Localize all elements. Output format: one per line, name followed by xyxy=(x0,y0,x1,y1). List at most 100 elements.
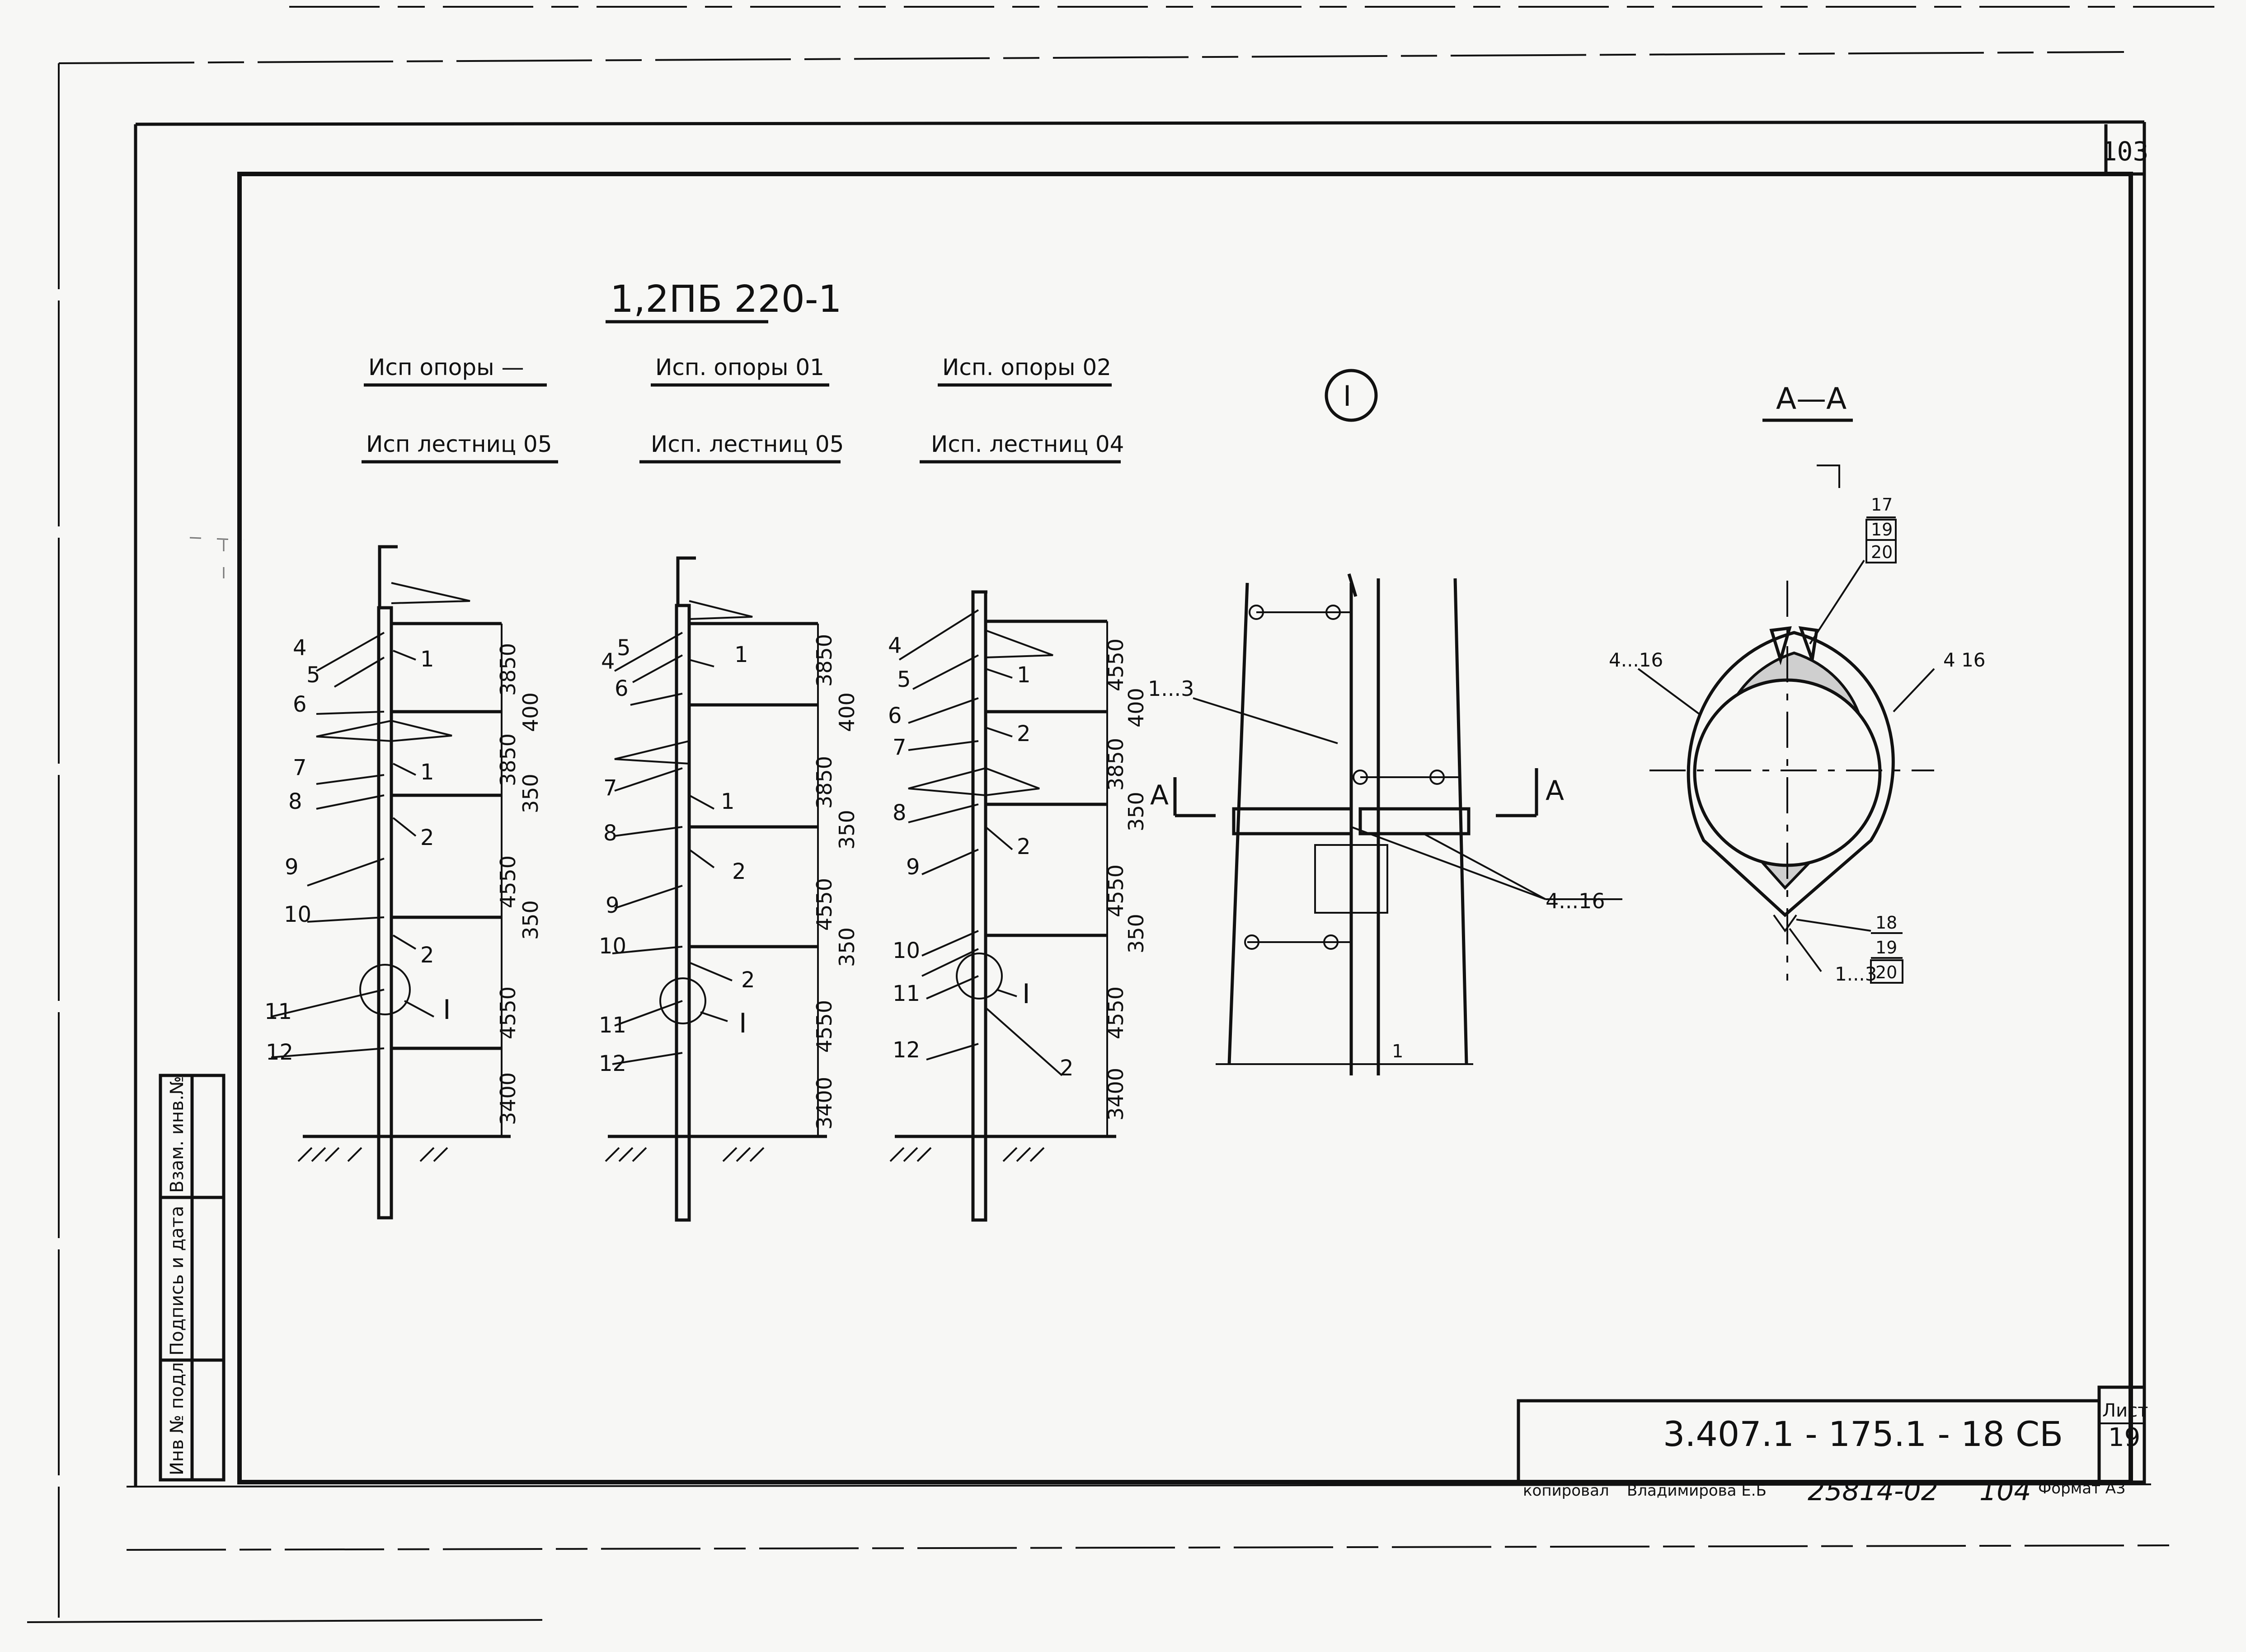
sheet-corner-number: 103 xyxy=(2101,136,2149,167)
title-block xyxy=(1517,1385,2146,1484)
top-callout-stack: 17 19 20 xyxy=(1865,495,1897,563)
svg-text:350: 350 xyxy=(1124,792,1148,831)
col3-support-label: Исп. опоры 02 xyxy=(942,354,1111,380)
svg-text:3850: 3850 xyxy=(496,643,520,696)
c2-side-2b: 2 xyxy=(741,967,755,993)
c2-item-7: 7 xyxy=(603,775,617,801)
svg-text:400: 400 xyxy=(835,692,859,732)
c1-side-2b: 2 xyxy=(420,943,434,968)
c1-side-2a: 2 xyxy=(420,825,434,850)
c1-item-11: 11 xyxy=(264,999,292,1024)
pole-column-2 xyxy=(605,556,827,1222)
svg-text:4550: 4550 xyxy=(812,1000,836,1053)
c2-item-4: 4 xyxy=(601,649,615,674)
svg-text:400: 400 xyxy=(518,692,543,732)
svg-text:3400: 3400 xyxy=(812,1077,836,1130)
section-right-4-16: 4 16 xyxy=(1943,649,1986,671)
svg-text:3400: 3400 xyxy=(1104,1068,1128,1121)
c2-side-1b: 1 xyxy=(721,789,735,814)
stamp-signature-label: Подпись и дата xyxy=(167,1206,188,1356)
col1-ladder-label: Исп лестниц 05 xyxy=(366,431,552,457)
section-left-4-16: 4...16 xyxy=(1609,649,1663,671)
svg-text:3400: 3400 xyxy=(496,1072,520,1125)
c2-item-8: 8 xyxy=(603,821,617,846)
svg-text:4550: 4550 xyxy=(1104,638,1128,691)
title-block-sheet-number: 19 xyxy=(2108,1423,2140,1452)
footer-order-no: 25814-02 xyxy=(1808,1475,1938,1507)
c1-item-10: 10 xyxy=(284,902,311,927)
c3-item-11: 11 xyxy=(893,981,920,1006)
svg-text:4550: 4550 xyxy=(1104,864,1128,917)
c3-dimensions: 4550 400 3850 350 4550 350 4550 3400 xyxy=(1104,638,1148,1121)
c2-item-12: 12 xyxy=(599,1051,626,1076)
svg-text:19: 19 xyxy=(1875,938,1897,957)
c2-side-2a: 2 xyxy=(732,859,746,884)
c3-item-7: 7 xyxy=(893,735,907,760)
section-bottom-1-3: 1...3 xyxy=(1835,963,1877,985)
c3-item-4: 4 xyxy=(888,633,902,658)
c1-item-6: 6 xyxy=(293,692,307,717)
svg-text:350: 350 xyxy=(1124,914,1148,953)
c1-item-9: 9 xyxy=(285,854,299,880)
title-block-code: 3.407.1 - 175.1 - 18 СБ xyxy=(1663,1414,2063,1454)
col2-support-label: Исп. опоры 01 xyxy=(655,354,824,380)
c1-detail-mark: I xyxy=(443,994,451,1026)
c3-item-9: 9 xyxy=(906,854,920,880)
svg-text:3850: 3850 xyxy=(496,733,520,786)
col2-ladder-label: Исп. лестниц 05 xyxy=(651,431,844,457)
svg-text:20: 20 xyxy=(1875,962,1897,982)
detail-section-a-right: A xyxy=(1546,775,1564,807)
detail-section-a-left: A xyxy=(1150,779,1169,811)
c1-item-4: 4 xyxy=(293,635,307,661)
svg-text:350: 350 xyxy=(835,927,859,967)
svg-text:4550: 4550 xyxy=(496,855,520,908)
detail-item-1-3: 1...3 xyxy=(1148,676,1194,701)
c2-item-6: 6 xyxy=(615,676,629,701)
c1-item-7: 7 xyxy=(293,755,307,780)
sheet-frame xyxy=(27,6,2214,1623)
c2-item-9: 9 xyxy=(606,893,620,918)
svg-text:18: 18 xyxy=(1875,913,1897,933)
c3-side-1a: 1 xyxy=(1017,662,1031,688)
detail-bottom-1: 1 xyxy=(1392,1041,1403,1062)
c3-item-8: 8 xyxy=(893,800,907,826)
c3-detail-mark: I xyxy=(1022,978,1030,1010)
c1-item-12: 12 xyxy=(266,1040,293,1065)
main-title: 1,2ПБ 220-1 xyxy=(610,278,842,321)
side-stamp: Инв № подл Подпись и дата Взам. инв.№ xyxy=(159,1074,226,1482)
footer-format: Формат А3 xyxy=(2038,1479,2126,1497)
footer-page: 104 xyxy=(1979,1475,2031,1507)
svg-text:350: 350 xyxy=(835,810,859,849)
svg-text:4550: 4550 xyxy=(812,878,836,931)
c3-side-2b: 2 xyxy=(1017,834,1031,859)
svg-text:3850: 3850 xyxy=(1104,738,1128,791)
c1-side-1a: 1 xyxy=(420,647,434,672)
footer-name: Владимирова Е.Б xyxy=(1627,1482,1767,1500)
section-view xyxy=(1637,465,1935,981)
svg-text:3850: 3850 xyxy=(812,634,836,687)
c3-item-10: 10 xyxy=(893,938,920,963)
svg-text:4550: 4550 xyxy=(1104,986,1128,1039)
svg-text:20: 20 xyxy=(1871,542,1893,562)
col3-ladder-label: Исп. лестниц 04 xyxy=(931,431,1124,457)
c2-item-10: 10 xyxy=(599,934,626,959)
bottom-callout-stack: 18 19 20 xyxy=(1870,913,1903,984)
section-title: А—А xyxy=(1776,381,1847,416)
stamp-inventory-label: Инв № подл xyxy=(167,1362,188,1475)
c3-item-12: 12 xyxy=(893,1037,920,1063)
c3-side-2a: 2 xyxy=(1017,721,1031,746)
c2-side-1a: 1 xyxy=(734,642,748,667)
svg-text:4550: 4550 xyxy=(496,986,520,1039)
c3-item-5: 5 xyxy=(897,667,911,692)
c1-item-8: 8 xyxy=(288,789,302,814)
svg-text:350: 350 xyxy=(518,774,543,813)
c1-side-1b: 1 xyxy=(420,760,434,785)
svg-text:350: 350 xyxy=(518,900,543,940)
pole-column-1 xyxy=(271,545,511,1220)
svg-text:400: 400 xyxy=(1124,688,1148,727)
c2-item-5: 5 xyxy=(617,635,631,661)
c2-dimensions: 3850 400 3850 350 4550 350 4550 3400 xyxy=(812,634,859,1130)
c3-side-2c: 2 xyxy=(1060,1056,1074,1081)
svg-text:3850: 3850 xyxy=(812,756,836,809)
